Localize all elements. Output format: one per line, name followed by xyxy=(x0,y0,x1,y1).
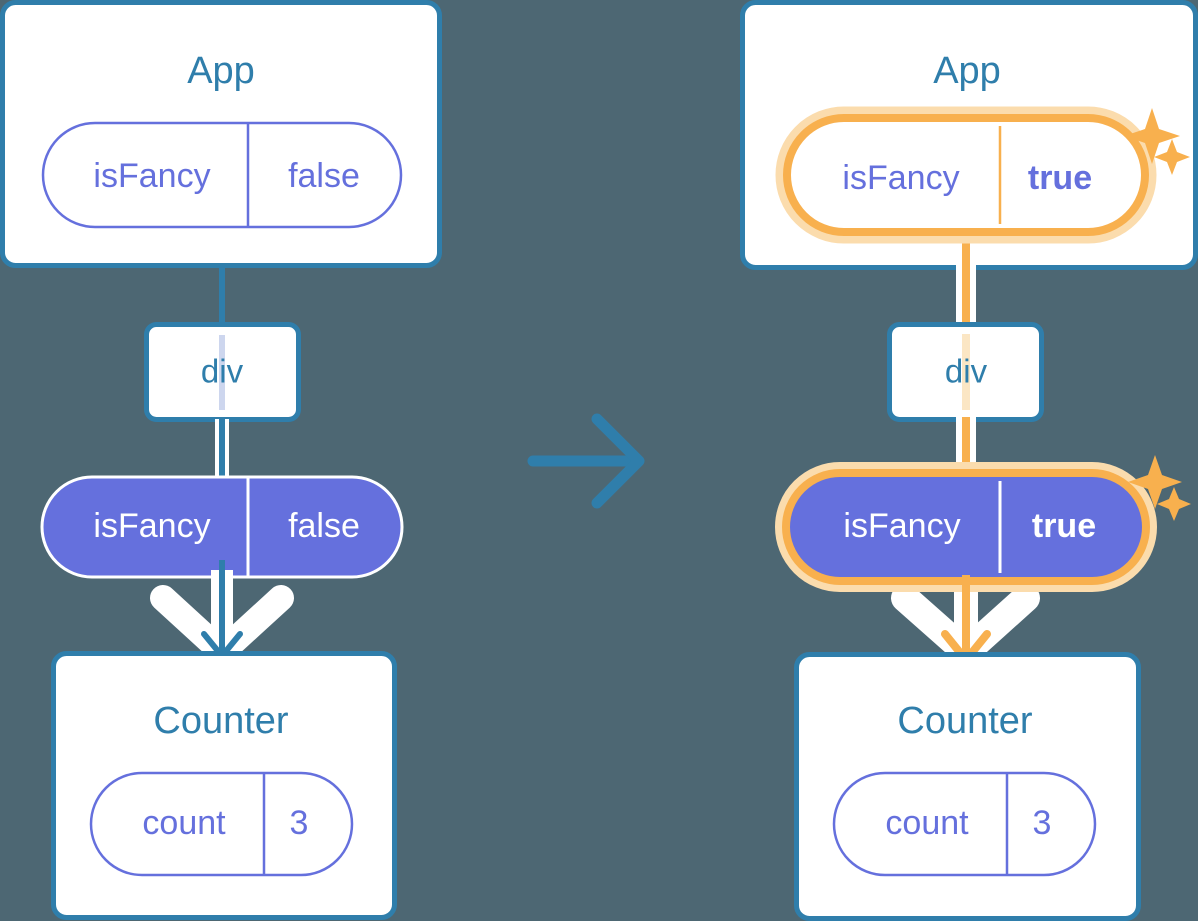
counter-state-pill-after: count 3 xyxy=(832,771,1097,877)
props-pill-key: isFancy xyxy=(93,507,210,545)
pill-outline-shape xyxy=(41,121,403,229)
counter-card-title: Counter xyxy=(897,700,1033,742)
sparkle-icon-large xyxy=(1124,108,1180,164)
div-box-label: div xyxy=(201,353,244,390)
pill-highlight-ring xyxy=(783,114,1149,236)
app-pill-key: isFancy xyxy=(93,157,210,195)
sparkle-icon-large xyxy=(1128,455,1182,509)
counter-card-after: Counter count 3 xyxy=(794,652,1141,921)
app-card-title: App xyxy=(933,50,1001,92)
app-pill-value: true xyxy=(1028,159,1092,197)
sparkle-group-app-pill xyxy=(1124,108,1190,175)
app-pill-value: false xyxy=(288,157,360,195)
sparkle-icon-small xyxy=(1157,487,1191,521)
app-card-title: App xyxy=(187,50,255,92)
props-pill-before: isFancy false xyxy=(40,475,404,579)
app-state-pill-before: isFancy false xyxy=(41,121,403,229)
pill-outline-shape xyxy=(832,771,1097,877)
panel-after: App isFancy true div xyxy=(740,0,1198,921)
props-pill-key: isFancy xyxy=(843,507,960,545)
div-box-after: div xyxy=(887,322,1044,422)
pill-outline-shape xyxy=(89,771,354,877)
app-state-pill-after: isFancy true xyxy=(775,106,1157,244)
arrow-head xyxy=(591,413,645,509)
panel-before: App isFancy false div isFancy false xyxy=(0,0,442,920)
counter-pill-key: count xyxy=(885,804,969,842)
div-box-label: div xyxy=(945,353,988,390)
counter-state-pill-before: count 3 xyxy=(89,771,354,877)
transition-arrow-right-icon xyxy=(527,413,645,509)
app-card-before: App isFancy false xyxy=(0,0,442,268)
props-pill-value: true xyxy=(1032,507,1096,545)
div-box-before: div xyxy=(144,322,301,422)
counter-pill-value: 3 xyxy=(290,804,309,842)
props-pill-value: false xyxy=(288,507,360,545)
app-pill-key: isFancy xyxy=(842,159,959,197)
sparkle-icon-small xyxy=(1154,139,1190,175)
props-pill-after: isFancy true xyxy=(775,462,1157,592)
sparkle-group-props-pill xyxy=(1128,455,1191,521)
counter-card-title: Counter xyxy=(153,700,289,742)
props-flow-arrow-before xyxy=(150,560,294,665)
counter-card-before: Counter count 3 xyxy=(51,651,397,920)
counter-pill-key: count xyxy=(142,804,226,842)
counter-pill-value: 3 xyxy=(1033,804,1052,842)
